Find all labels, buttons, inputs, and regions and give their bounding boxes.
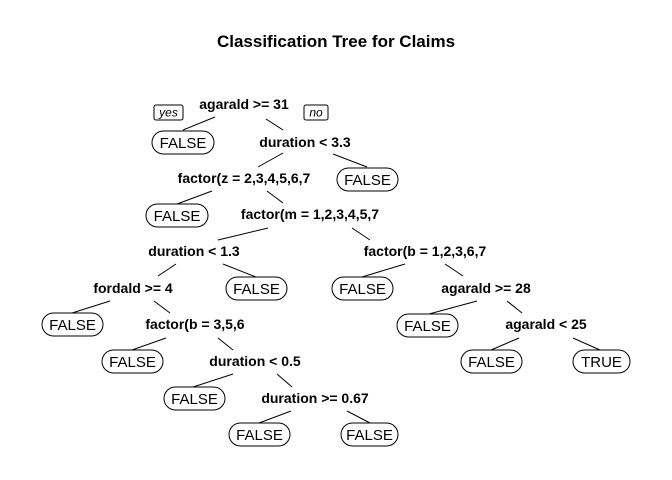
leaf-node: FALSE bbox=[236, 427, 283, 444]
edge bbox=[332, 153, 368, 168]
split-node: duration < 1.3 bbox=[148, 243, 240, 259]
leaf-box bbox=[41, 312, 104, 337]
split-node: agarald < 25 bbox=[505, 316, 587, 332]
split-node: factor(b = 3,5,6 bbox=[145, 316, 244, 332]
split-node: duration < 0.5 bbox=[209, 353, 301, 369]
leaf-node: FALSE bbox=[109, 354, 156, 371]
leaf-box bbox=[151, 130, 215, 155]
edge bbox=[361, 263, 406, 278]
leaf-node: FALSE bbox=[49, 317, 96, 334]
edge bbox=[490, 337, 520, 351]
edge bbox=[192, 373, 234, 388]
edge bbox=[346, 410, 371, 424]
edge bbox=[217, 337, 234, 351]
no-tag-box bbox=[303, 104, 329, 121]
leaf-node: FALSE bbox=[160, 135, 207, 152]
edge bbox=[428, 300, 478, 315]
leaf-box bbox=[145, 203, 209, 228]
edge bbox=[217, 227, 269, 241]
edge bbox=[276, 373, 293, 388]
page-title: Classification Tree for Claims bbox=[217, 32, 455, 51]
edge bbox=[153, 300, 171, 314]
leaf-box bbox=[225, 276, 288, 301]
split-node: factor(m = 1,2,3,4,5,7 bbox=[241, 206, 379, 222]
leaf-node: FALSE bbox=[346, 427, 393, 444]
leaf-box bbox=[331, 276, 394, 301]
leaf-nodes: FALSE FALSE FALSE FALSE FALSE FALSE FALS… bbox=[41, 130, 631, 447]
leaf-box bbox=[101, 349, 164, 374]
leaf-box bbox=[396, 313, 459, 338]
split-node: duration < 3.3 bbox=[259, 134, 351, 150]
split-node: fordald >= 4 bbox=[93, 280, 173, 296]
leaf-node: FALSE bbox=[233, 281, 280, 298]
edge bbox=[182, 116, 216, 131]
edge bbox=[257, 152, 284, 168]
edge bbox=[258, 410, 292, 424]
leaf-box bbox=[336, 167, 399, 192]
leaf-node: FALSE bbox=[468, 354, 515, 371]
edge bbox=[222, 263, 257, 278]
leaf-box bbox=[340, 422, 399, 447]
leaf-node: FALSE bbox=[339, 281, 386, 298]
edges bbox=[71, 116, 601, 424]
edge bbox=[444, 263, 464, 277]
split-node: factor(b = 1,2,3,6,7 bbox=[364, 243, 487, 259]
leaf-node: FALSE bbox=[344, 172, 391, 189]
split-node: duration >= 0.67 bbox=[261, 390, 369, 406]
leaf-node: FALSE bbox=[154, 208, 201, 225]
edge bbox=[157, 263, 177, 277]
split-node: factor(z = 2,3,4,5,6,7 bbox=[178, 170, 311, 186]
edge bbox=[266, 190, 284, 204]
leaf-box bbox=[460, 349, 523, 374]
edge bbox=[131, 337, 167, 351]
yes-tag: yes bbox=[158, 106, 178, 120]
split-node: agarald >= 31 bbox=[199, 96, 289, 112]
leaf-box bbox=[163, 386, 226, 411]
leaf-node: FALSE bbox=[171, 391, 218, 408]
leaf-node: FALSE bbox=[404, 318, 451, 335]
split-node: agarald >= 28 bbox=[441, 280, 531, 296]
split-nodes: agarald >= 31 duration < 3.3 factor(z = … bbox=[93, 96, 587, 406]
edge bbox=[351, 227, 371, 241]
yes-tag-box bbox=[153, 104, 184, 121]
edge bbox=[572, 337, 601, 351]
edge bbox=[71, 300, 111, 314]
no-tag: no bbox=[309, 106, 323, 120]
leaf-node: TRUE bbox=[581, 354, 622, 371]
edge bbox=[176, 190, 213, 205]
leaf-box bbox=[572, 349, 631, 374]
edge bbox=[506, 300, 523, 314]
root-branch-tags: yes no bbox=[153, 104, 329, 121]
edge bbox=[265, 118, 284, 131]
leaf-box bbox=[228, 422, 291, 447]
